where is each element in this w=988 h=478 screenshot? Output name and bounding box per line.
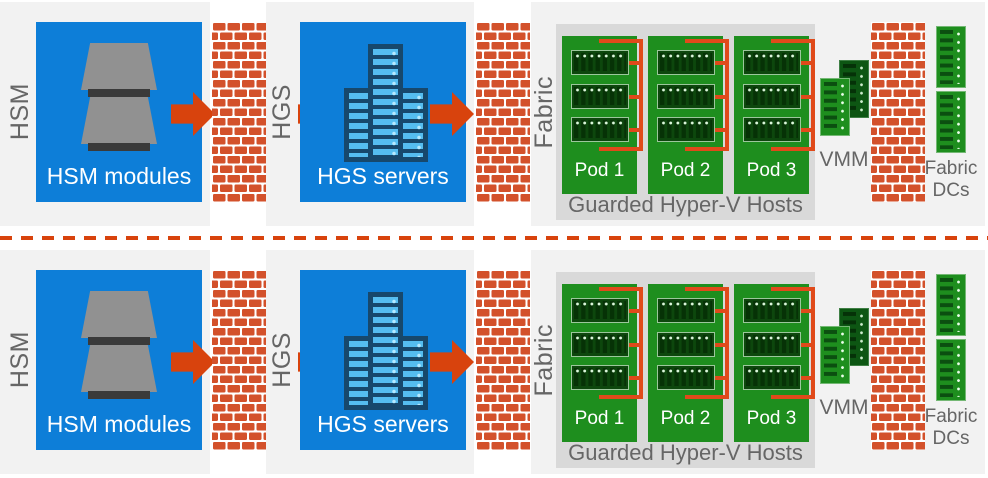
pod-label: Pod 2 <box>660 160 711 181</box>
pod-2: Pod 2 <box>648 284 729 442</box>
server-rack-icon <box>571 365 629 390</box>
vmm-label: VMM <box>819 148 869 171</box>
guarded-hosts-label: Guarded Hyper-V Hosts <box>568 440 803 465</box>
fabric-dc-server-icon <box>936 274 966 336</box>
server-rack-icon <box>743 84 801 109</box>
fabric-dcs-label: Fabric DCs <box>924 406 978 449</box>
firewall-icon <box>212 270 266 450</box>
hsm-modules-label: HSM modules <box>46 163 192 189</box>
pod-label: Pod 3 <box>746 160 797 181</box>
fabric-dc-server-icon <box>936 26 966 88</box>
server-rack-icon <box>657 84 715 109</box>
hgs-zone-label: HGS <box>267 84 296 140</box>
firewall-icon <box>871 270 925 450</box>
pod-3: Pod 3 <box>734 284 815 442</box>
pod-label: Pod 1 <box>574 160 625 181</box>
pod-1: Pod 1 <box>562 284 643 442</box>
firewall-icon <box>476 22 530 202</box>
server-tower-icon <box>368 292 403 410</box>
fabric-dc-server-icon <box>936 339 966 401</box>
hgs-servers-label: HGS servers <box>317 411 449 437</box>
environment-divider-dashed-line <box>0 236 988 240</box>
hsm-module-icon <box>81 97 157 151</box>
hsm-module-icon <box>81 43 157 97</box>
server-rack-icon <box>571 332 629 357</box>
server-rack-icon <box>743 365 801 390</box>
hsm-modules-label: HSM modules <box>46 411 192 437</box>
hsm-zone-label: HSM <box>5 83 34 141</box>
guarded-hosts-container: Pod 1 Pod 2 Pod 3 <box>556 272 815 468</box>
pod-network-bracket <box>771 39 815 151</box>
fabric-dc-server-icon <box>936 91 966 153</box>
guarded-hosts-label: Guarded Hyper-V Hosts <box>568 192 803 217</box>
server-rack-icon <box>657 117 715 142</box>
guarded-hosts-container: Pod 1 Pod 2 Pod 3 <box>556 24 815 220</box>
pod-2: Pod 2 <box>648 36 729 194</box>
server-rack-icon <box>743 298 801 323</box>
security-environment-row-2: HSM HSM modules HGS HGS servers <box>0 250 988 474</box>
pod-label: Pod 2 <box>660 408 711 429</box>
fabric-dcs-label: Fabric DCs <box>924 158 978 201</box>
hsm-module-icon <box>81 345 157 399</box>
server-rack-icon <box>657 298 715 323</box>
security-environment-row-1: HSM HSM modules HGS HGS servers <box>0 2 988 226</box>
firewall-icon <box>476 270 530 450</box>
server-rack-icon <box>657 50 715 75</box>
pod-network-bracket <box>599 39 643 151</box>
fabric-zone-label: Fabric <box>529 323 558 397</box>
server-rack-icon <box>743 117 801 142</box>
vmm-label: VMM <box>819 396 869 419</box>
server-rack-icon <box>743 332 801 357</box>
server-rack-icon <box>657 332 715 357</box>
pod-network-bracket <box>771 287 815 399</box>
pod-3: Pod 3 <box>734 36 815 194</box>
fabric-zone-label: Fabric <box>529 75 558 149</box>
server-rack-icon <box>571 117 629 142</box>
pod-network-bracket <box>685 287 729 399</box>
hgs-servers-label: HGS servers <box>317 163 449 189</box>
server-rack-icon <box>571 50 629 75</box>
pod-label: Pod 1 <box>574 408 625 429</box>
server-rack-icon <box>657 365 715 390</box>
hgs-servers-box: HGS servers <box>300 270 466 450</box>
hgs-zone-label: HGS <box>267 332 296 388</box>
vmm-server-icon <box>820 78 850 136</box>
server-tower-icon <box>368 44 403 162</box>
firewall-icon <box>871 22 925 202</box>
server-rack-icon <box>571 84 629 109</box>
pod-network-bracket <box>599 287 643 399</box>
vmm-server-icon <box>820 326 850 384</box>
hsm-module-icon <box>81 291 157 345</box>
pod-1: Pod 1 <box>562 36 643 194</box>
pod-network-bracket <box>685 39 729 151</box>
server-rack-icon <box>743 50 801 75</box>
pod-label: Pod 3 <box>746 408 797 429</box>
hsm-zone-label: HSM <box>5 331 34 389</box>
firewall-icon <box>212 22 266 202</box>
server-rack-icon <box>571 298 629 323</box>
